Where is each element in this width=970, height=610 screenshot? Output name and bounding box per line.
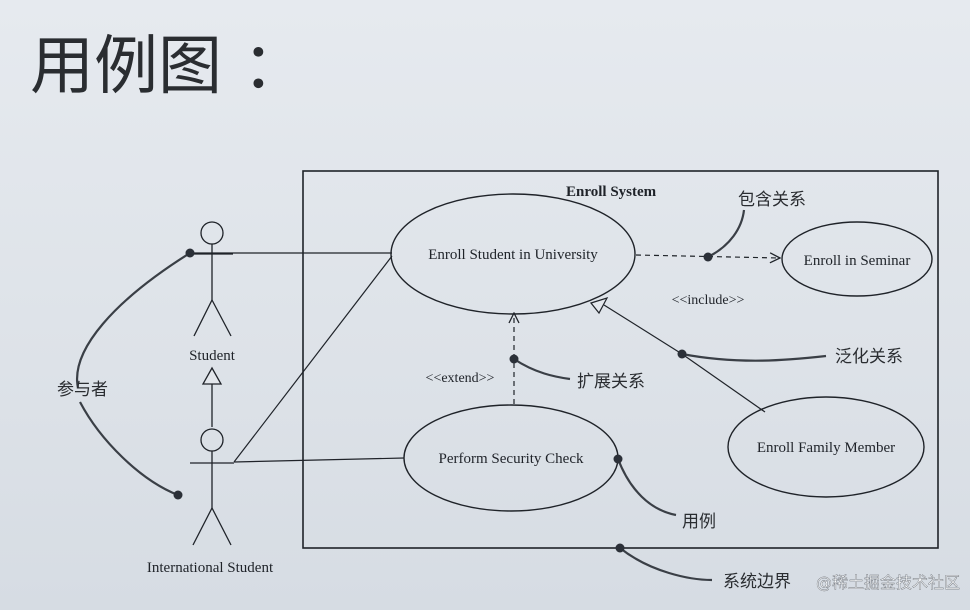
watermark: @稀土掘金技术社区: [816, 573, 960, 592]
assoc-intl-enroll: [233, 255, 393, 463]
actor-international-label: International Student: [147, 560, 274, 576]
actor-student-label: Student: [189, 348, 236, 364]
extend-stereotype: <<extend>>: [426, 371, 495, 386]
pointer-generalization: [681, 352, 827, 362]
actor-student: [192, 221, 233, 337]
actor-left-leg: [193, 299, 213, 337]
use-case-label: Enroll in Seminar: [804, 253, 911, 269]
actor-left-leg: [192, 507, 213, 546]
gen-line-upper: [603, 304, 683, 355]
use-case-label: Perform Security Check: [439, 451, 584, 467]
annotation-use-case: 用例: [682, 512, 716, 532]
use-case-enroll-seminar: Enroll in Seminar: [781, 221, 933, 297]
actor-right-leg: [211, 507, 232, 546]
page-title: 用例图 ：: [30, 30, 306, 104]
annotation-include: 包含关系: [738, 190, 806, 210]
include-stereotype: <<include>>: [672, 293, 745, 308]
actor-generalization: [201, 366, 223, 427]
annotation-dots: [173, 248, 713, 553]
annotation-extend: 扩展关系: [577, 372, 645, 392]
use-case-family-member: Enroll Family Member: [727, 396, 925, 498]
gen-line-family: [681, 353, 766, 413]
annotation-boundary: 系统边界: [723, 572, 791, 592]
annotation-generalization: 泛化关系: [835, 347, 903, 367]
pointer-extend: [513, 358, 571, 381]
use-case-enroll-university: Enroll Student in University: [390, 193, 636, 315]
actor-head: [200, 221, 224, 245]
pointer-use-case: [616, 458, 677, 517]
annotation-pointers: [75, 209, 827, 582]
actor-head: [200, 428, 224, 452]
generalization-triangle: [589, 296, 609, 315]
associations: [190, 252, 766, 463]
use-case-label: Enroll Family Member: [757, 440, 895, 456]
actor-right-leg: [211, 299, 232, 337]
pointer-boundary: [619, 547, 713, 582]
pointer-actor-top: [75, 252, 191, 389]
use-case-label: Enroll Student in University: [428, 247, 598, 263]
system-name: Enroll System: [566, 184, 657, 200]
pointer-include: [707, 209, 746, 258]
assoc-intl-security: [233, 457, 405, 463]
use-case-security-check: Perform Security Check: [403, 404, 619, 512]
pointer-actor-bottom: [79, 401, 179, 497]
actor-international-student: [190, 428, 234, 546]
annotation-actor: 参与者: [57, 380, 108, 400]
